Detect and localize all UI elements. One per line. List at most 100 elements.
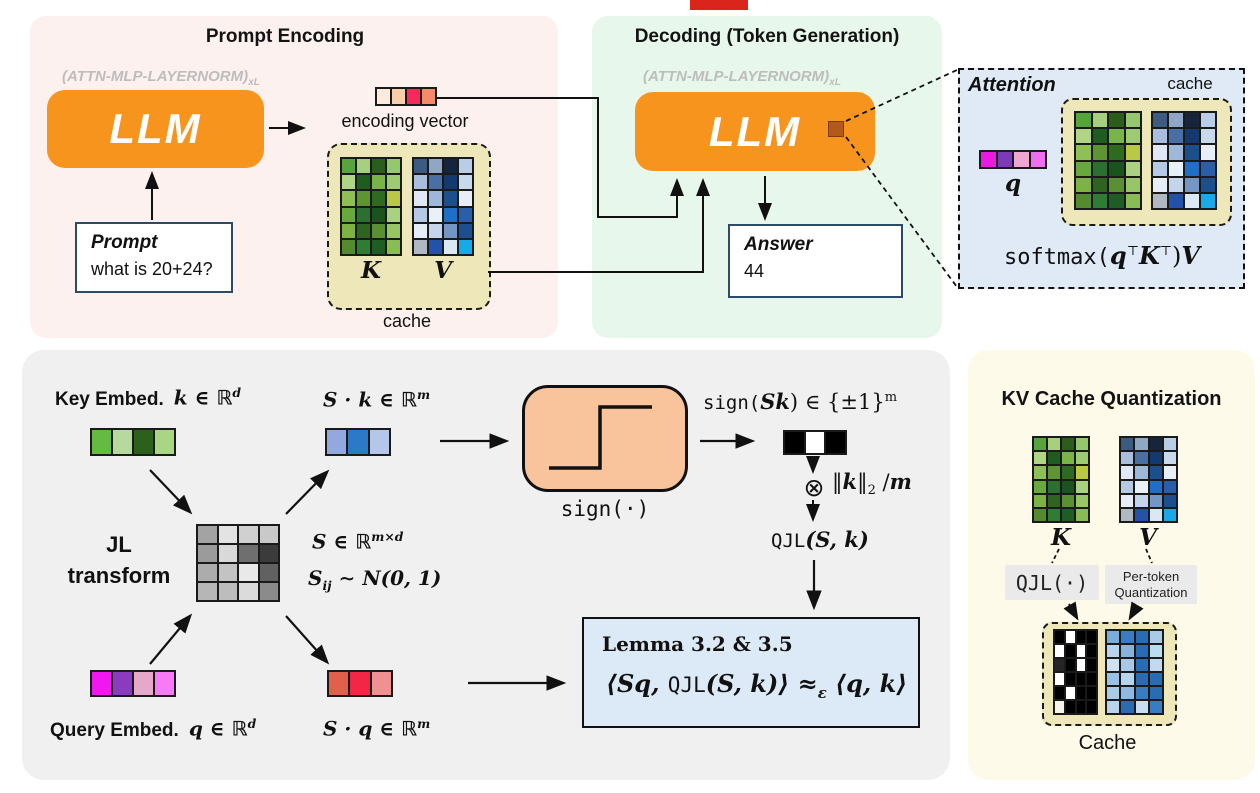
matrix-cell (259, 526, 278, 543)
query-embed-label: Query Embed. (50, 719, 179, 741)
matrix-cell (1062, 466, 1074, 479)
per-token-chip-line2: Quantization (1114, 584, 1188, 600)
matrix-cell (1092, 193, 1107, 208)
matrix-cell (1048, 494, 1060, 507)
matrix-cell (1065, 659, 1075, 671)
matrix-cell (1163, 480, 1176, 493)
matrix-cell (1163, 452, 1176, 465)
vector-cell (981, 152, 996, 167)
layer-stack-sub: xL (248, 77, 260, 88)
matrix-cell (342, 223, 355, 238)
matrix-cell (1125, 161, 1140, 176)
matrix-cell (1034, 480, 1046, 493)
matrix-cell (1062, 438, 1074, 451)
vector-cell (155, 672, 174, 695)
matrix-cell (1076, 193, 1091, 208)
sk-math: S · k ∈ ℝm (323, 387, 431, 412)
prompt-box: Prompt what is 20+24? (75, 222, 233, 293)
matrix-cell (1135, 701, 1148, 713)
matrix-cell (1076, 452, 1088, 465)
matrix-cell (1149, 480, 1162, 493)
matrix-cell (357, 239, 370, 254)
matrix-cell (372, 207, 385, 222)
attention-cache-label: cache (1167, 74, 1213, 93)
matrix-cell (1125, 129, 1140, 144)
matrix-cell (1076, 161, 1091, 176)
transpose-2: ⊤ (1159, 244, 1173, 259)
matrix-cell (1135, 466, 1148, 479)
matrix-cell (239, 526, 258, 543)
layer-stack-text: (ATTN-MLP-LAYERNORM) (643, 68, 830, 85)
vector-cell (134, 672, 153, 695)
matrix-cell (1149, 631, 1162, 643)
matrix-cell (357, 159, 370, 174)
matrix-cell (372, 175, 385, 190)
kv-quant-title: KV Cache Quantization (1001, 388, 1222, 410)
matrix-cell (1076, 145, 1091, 160)
matrix-cell (372, 159, 385, 174)
matrix-cell (1055, 631, 1064, 643)
matrix-cell (414, 207, 427, 222)
matrix-cell (1125, 145, 1140, 160)
matrix-cell (1065, 645, 1075, 657)
matrix-cell (218, 526, 237, 543)
jl-line1: JL (106, 532, 132, 557)
matrix-cell (1048, 480, 1060, 493)
matrix-cell (387, 207, 400, 222)
matrix-cell (1121, 438, 1134, 451)
per-token-chip: Per-token Quantization (1105, 565, 1197, 604)
attention-formula: softmax(q⊤K⊤)V (962, 241, 1242, 271)
matrix-cell (1076, 466, 1088, 479)
vector-cell (422, 89, 435, 104)
matrix-cell (357, 207, 370, 222)
matrix-cell (1121, 687, 1134, 699)
quantized-v-matrix-cache (1105, 629, 1164, 715)
matrix-cell (1087, 687, 1096, 699)
matrix-cell (1125, 177, 1140, 192)
matrix-cell (342, 159, 355, 174)
prompt-encoding-title: Prompt Encoding (205, 26, 365, 47)
sign-output-math: sign(Sk) ∈ {±1}m (703, 389, 898, 414)
matrix-cell (1087, 631, 1096, 643)
matrix-cell (1135, 645, 1148, 657)
softmax-text: softmax( (1003, 245, 1110, 270)
matrix-cell (1135, 508, 1148, 521)
query-vector (90, 670, 176, 697)
layer-stack-label-encoding: (ATTN-MLP-LAYERNORM)xL (62, 68, 260, 88)
matrix-cell (429, 223, 442, 238)
prompt-box-text: what is 20+24? (91, 259, 213, 279)
matrix-cell (372, 239, 385, 254)
matrix-cell (1076, 687, 1086, 699)
matrix-cell (1135, 494, 1148, 507)
matrix-cell (1121, 673, 1134, 685)
q-label-attention: q (1004, 170, 1022, 197)
matrix-cell (1034, 508, 1046, 521)
matrix-cell (1163, 466, 1176, 479)
layer-stack-text: (ATTN-MLP-LAYERNORM) (62, 68, 249, 85)
matrix-cell (429, 207, 442, 222)
matrix-cell (198, 564, 217, 581)
matrix-cell (239, 583, 258, 600)
matrix-cell (414, 239, 427, 254)
matrix-cell (1065, 631, 1075, 643)
llm-box-encoding: LLM (47, 90, 264, 168)
per-token-chip-line1: Per-token (1122, 568, 1180, 584)
vector-cell (327, 430, 347, 454)
matrix-cell (1149, 673, 1162, 685)
matrix-cell (1153, 177, 1167, 192)
matrix-cell (1076, 480, 1088, 493)
sign-function-box (522, 385, 688, 492)
encoding-vector-label: encoding vector (341, 111, 469, 131)
matrix-cell (1163, 438, 1176, 451)
llm-label: LLM (109, 105, 202, 152)
matrix-cell (1109, 145, 1124, 160)
matrix-cell (259, 545, 278, 562)
sign-binary-vector (783, 430, 847, 455)
matrix-cell (1135, 480, 1148, 493)
k-matrix-encoding (340, 157, 402, 256)
matrix-cell (1087, 673, 1096, 685)
matrix-cell (1135, 673, 1148, 685)
matrix-cell (1121, 645, 1134, 657)
matrix-cell (414, 159, 427, 174)
